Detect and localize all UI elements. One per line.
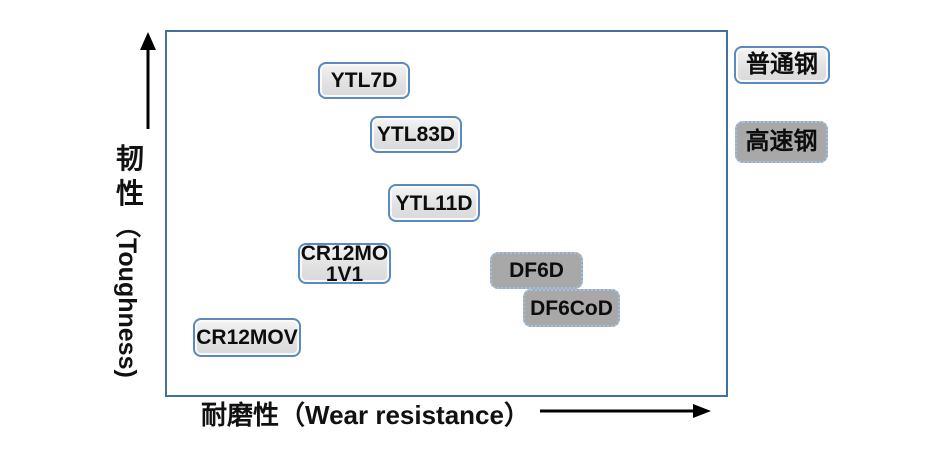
material-box-df6cod: DF6CoD bbox=[523, 289, 620, 327]
material-box-ytl7d: YTL7D bbox=[318, 62, 410, 99]
x-axis-arrow bbox=[540, 404, 711, 418]
material-label: DF6D bbox=[509, 259, 564, 282]
legend-high-speed-steel: 高速钢 bbox=[735, 121, 828, 163]
legend-label: 普通钢 bbox=[746, 51, 818, 78]
material-box-cr12mo1v1: CR12MO 1V1 bbox=[298, 241, 391, 286]
material-label: CR12MO 1V1 bbox=[300, 241, 389, 286]
legend-ordinary-steel: 普通钢 bbox=[734, 46, 830, 84]
material-label: YTL83D bbox=[376, 123, 456, 146]
material-box-ytl11d: YTL11D bbox=[388, 184, 480, 222]
material-box-df6d: DF6D bbox=[490, 252, 583, 289]
material-label: YTL11D bbox=[395, 191, 473, 215]
legend-label: 高速钢 bbox=[745, 128, 818, 155]
y-axis-label-latin: （Toughness) bbox=[113, 213, 141, 378]
material-box-cr12mov: CR12MOV bbox=[193, 318, 301, 357]
y-axis-arrow bbox=[140, 32, 156, 129]
material-label: YTL7D bbox=[330, 69, 398, 92]
material-label: DF6CoD bbox=[530, 296, 613, 320]
material-box-ytl83d: YTL83D bbox=[370, 116, 462, 153]
x-axis-label: 耐磨性（Wear resistance） bbox=[201, 400, 530, 430]
y-axis-label-cjk: 韧性 bbox=[115, 143, 144, 210]
material-label: CR12MOV bbox=[196, 326, 298, 349]
